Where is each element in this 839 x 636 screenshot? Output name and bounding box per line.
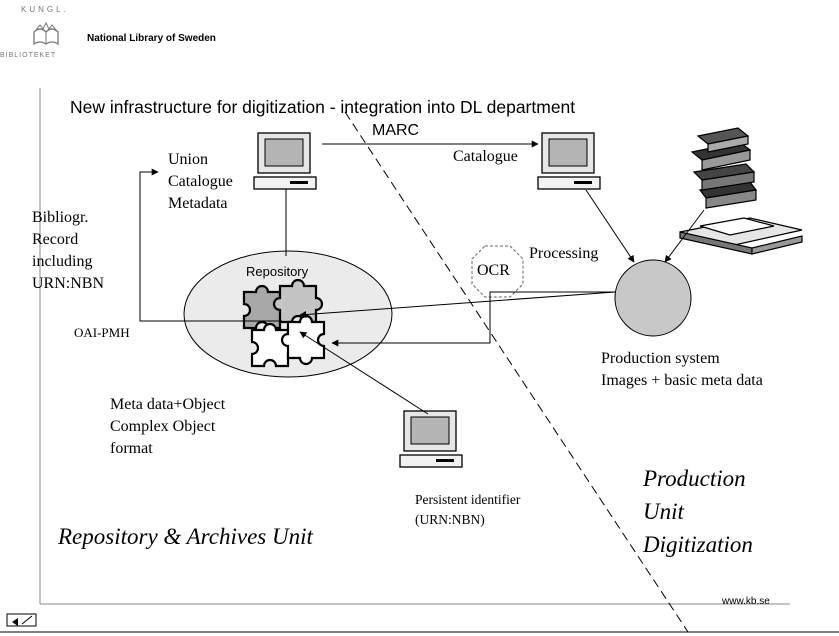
flatbed-scanner-icon (679, 217, 803, 255)
oai-pmh-label: OAI-PMH (74, 325, 130, 340)
biblio-line-3: including (32, 253, 93, 270)
catalogue-computer-icon (537, 132, 601, 190)
page-title: New infrastructure for digitization - in… (70, 97, 576, 117)
footer-url[interactable]: www.kb.se (722, 596, 770, 607)
union-line-3: Metadata (168, 195, 228, 212)
persistent-id-arrow (299, 331, 429, 415)
crown-book-icon (33, 21, 59, 46)
logo-arc-bottom: BIBLIOTEKET (0, 52, 57, 59)
meta-object-line-3: format (110, 440, 153, 457)
logo-arc-top: KUNGL. (21, 5, 69, 14)
production-unit-line-3: Digitization (643, 532, 753, 557)
ocr-octagon (471, 245, 524, 298)
oai-pmh-arrow (139, 168, 282, 322)
processing-label: Processing (529, 245, 599, 262)
union-line-2: Catalogue (168, 173, 233, 190)
meta-object-line-1: Meta data+Object (110, 396, 226, 413)
persistent-line-1: Persistent identifier (415, 492, 521, 507)
persistent-identifier-label: Persistent identifier (URN:NBN) (415, 490, 520, 530)
production-system-line-1: Production system (601, 350, 720, 367)
persistent-line-2: (URN:NBN) (415, 512, 485, 527)
production-unit-line-1: Production (643, 466, 746, 491)
unit-divider-line (344, 111, 689, 633)
repository-label: Repository (246, 264, 309, 279)
ocr-path-arrow (331, 291, 615, 347)
marc-label: MARC (372, 122, 420, 139)
biblio-line-2: Record (32, 231, 79, 248)
repository-unit-label: Repository & Archives Unit (58, 524, 313, 549)
biblio-line-4: URN:NBN (32, 275, 105, 292)
biblio-line-1: Bibliogr. (32, 209, 89, 226)
production-unit-line-2: Unit (643, 499, 684, 524)
production-system-circle (614, 259, 692, 337)
books-to-production-arrow (664, 209, 705, 263)
production-unit-label: Production Unit Digitization (643, 462, 753, 561)
union-catalogue-computer-icon (253, 132, 317, 190)
persistent-identifier-computer-icon (399, 410, 463, 468)
production-to-repository-arrow (299, 291, 616, 319)
catalogue-label: Catalogue (453, 148, 518, 165)
union-line-1: Union (168, 151, 208, 168)
puzzle-pieces-icon (242, 278, 326, 368)
meta-object-label: Meta data+Object Complex Object format (110, 394, 225, 460)
brand-name: National Library of Sweden (87, 33, 216, 44)
book-stack-icon (690, 127, 758, 209)
catalogue-to-production-arrow (585, 189, 635, 263)
slide-nav-icon[interactable] (6, 613, 37, 627)
ocr-label: OCR (477, 262, 510, 279)
union-catalogue-label: Union Catalogue Metadata (168, 149, 233, 215)
biblio-record-label: Bibliogr. Record including URN:NBN (32, 207, 104, 295)
meta-object-line-2: Complex Object (110, 418, 216, 435)
production-system-line-2: Images + basic meta data (601, 372, 763, 389)
production-system-label: Production system Images + basic meta da… (601, 348, 763, 392)
